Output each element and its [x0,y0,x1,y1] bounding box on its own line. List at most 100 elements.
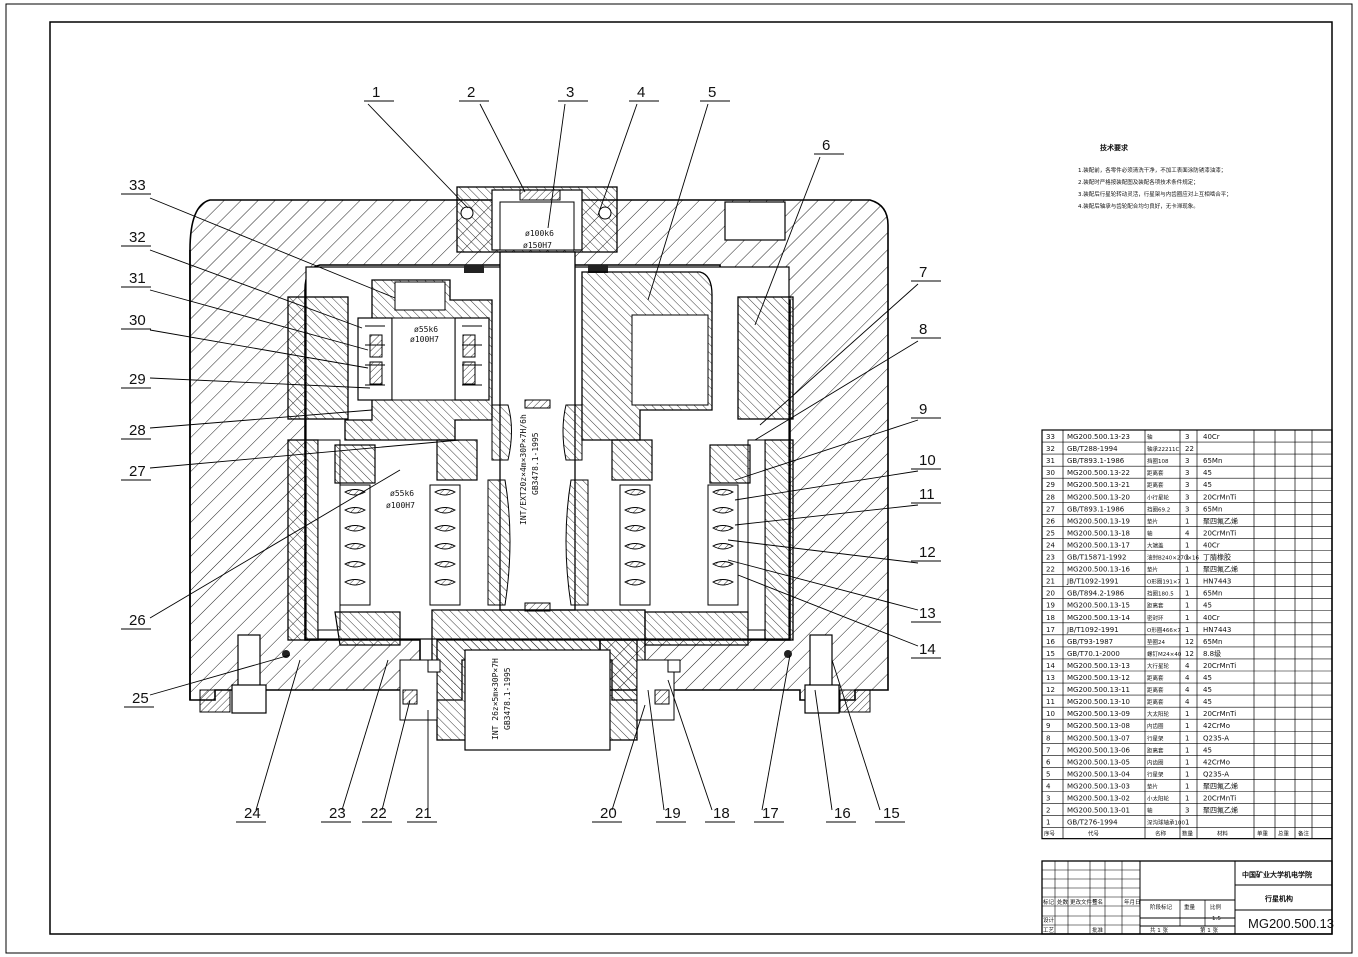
leader-line-9 [734,419,919,481]
roller [344,579,366,586]
bom-qty: 1 [1185,734,1189,742]
leader-line-33 [149,197,396,299]
bom-qty: 4 [1185,698,1190,706]
bom-code: MG200.500.13-01 [1067,807,1130,815]
balloon-32: 32 [129,229,146,246]
balloon-11: 11 [919,486,935,503]
bom-header-c1: 单重 [1257,830,1269,838]
bom-code: MG200.500.13-06 [1067,746,1131,754]
bom-qty: 1 [1185,746,1189,754]
bom-code: MG200.500.13-08 [1067,722,1130,730]
leader-line-31 [149,289,369,351]
bom-no: 6 [1046,758,1051,766]
bom-mat: 65Mn [1203,590,1222,598]
bom-name: 垫片 [1147,566,1158,574]
bom-qty: 4 [1185,674,1190,682]
bom-mat: 65Mn [1203,638,1222,646]
bom-no: 33 [1046,433,1055,441]
balloon-17: 17 [762,805,779,822]
balloon-9: 9 [919,401,927,418]
bom-qty: 1 [1185,758,1189,766]
bom-mat: 45 [1203,602,1212,610]
bom-header-code: 代号 [1088,830,1100,838]
bom-mat: 42CrMo [1203,758,1230,766]
bom-mat: 8.8级 [1203,649,1221,658]
tb-mark: 标记 [1043,898,1055,906]
bom-no: 11 [1046,698,1055,706]
bom-mat: 20CrMnTi [1203,795,1236,803]
bom-qty: 1 [1185,602,1189,610]
bom-mat: 聚四氟乙烯 [1203,781,1238,790]
leader-line-18 [667,679,713,811]
bom-name: 小太阳轮 [1147,795,1170,803]
bom-code: GB/T288-1994 [1067,445,1118,453]
leader-line-14 [737,574,919,647]
bom-no: 27 [1046,505,1055,513]
leader-line-15 [831,659,881,811]
bom-no: 17 [1046,626,1055,634]
bom-qty: 1 [1185,626,1189,634]
bom-mat: 40Cr [1203,433,1220,441]
bom-name: 垫片 [1147,782,1158,790]
upper-planet-bearings [357,317,490,401]
bom-mat: 45 [1203,746,1212,754]
bom-mat: 40Cr [1203,614,1220,622]
bom-qty: 1 [1185,541,1189,549]
roller [712,489,734,496]
tb-sign: 签名 [1092,898,1103,906]
dim-std-bot: GB3478.1-1995 [503,667,512,730]
bom-no: 20 [1046,590,1055,598]
bom-code: MG200.500.13-11 [1067,686,1130,694]
roller [712,507,734,514]
bom-code: MG200.500.13-02 [1067,795,1130,803]
bom-qty: 1 [1185,614,1189,622]
bom-code: GB/T893.1-1986 [1067,505,1125,513]
bom-mat: 65Mn [1203,505,1222,513]
leader-line-6 [754,156,821,326]
balloon-19: 19 [664,805,681,822]
bom-code: MG200.500.13-18 [1067,529,1130,537]
bom-qty: 3 [1185,433,1189,441]
balloon-30: 30 [129,312,146,329]
bom-code: MG200.500.13-07 [1067,734,1130,742]
bom-name: O形圈466×7 [1147,626,1181,634]
balloon-33: 33 [129,177,146,194]
bom-code: GB/T893.1-1986 [1067,457,1125,465]
balloon-24: 24 [244,805,261,822]
bom-qty: 4 [1185,662,1190,670]
leader-line-16 [814,689,833,811]
bom-code: MG200.500.13-14 [1067,614,1131,622]
bom-no: 4 [1046,782,1051,790]
bom-no: 30 [1046,469,1055,477]
bom-code: MG200.500.13-17 [1067,541,1130,549]
roller [344,507,366,514]
leader-line-29 [149,377,371,389]
bom-no: 10 [1046,710,1055,718]
dim-d100H7-top: ø100H7 [410,335,439,344]
bom-qty: 3 [1185,457,1189,465]
roller [624,543,646,550]
balloon-8: 8 [919,321,927,338]
bom-qty: 3 [1185,481,1189,489]
bom-name: 轴 [1147,529,1153,537]
bom-no: 15 [1046,650,1055,658]
bom-mat: HN7443 [1203,578,1231,586]
bom-mat: HN7443 [1203,626,1231,634]
bom-no: 19 [1046,602,1055,610]
bom-no: 9 [1046,722,1050,730]
bom-qty: 4 [1185,686,1190,694]
roller [434,507,456,514]
tb-weight: 重量 [1184,903,1196,911]
technical-requirements: 技术要求 1.装配前，各零件必须清洗干净，不加工表面涂防锈漆油漆； 2.装配时严… [1078,143,1232,210]
bom-name: 螺钉M24×40 [1147,650,1182,658]
